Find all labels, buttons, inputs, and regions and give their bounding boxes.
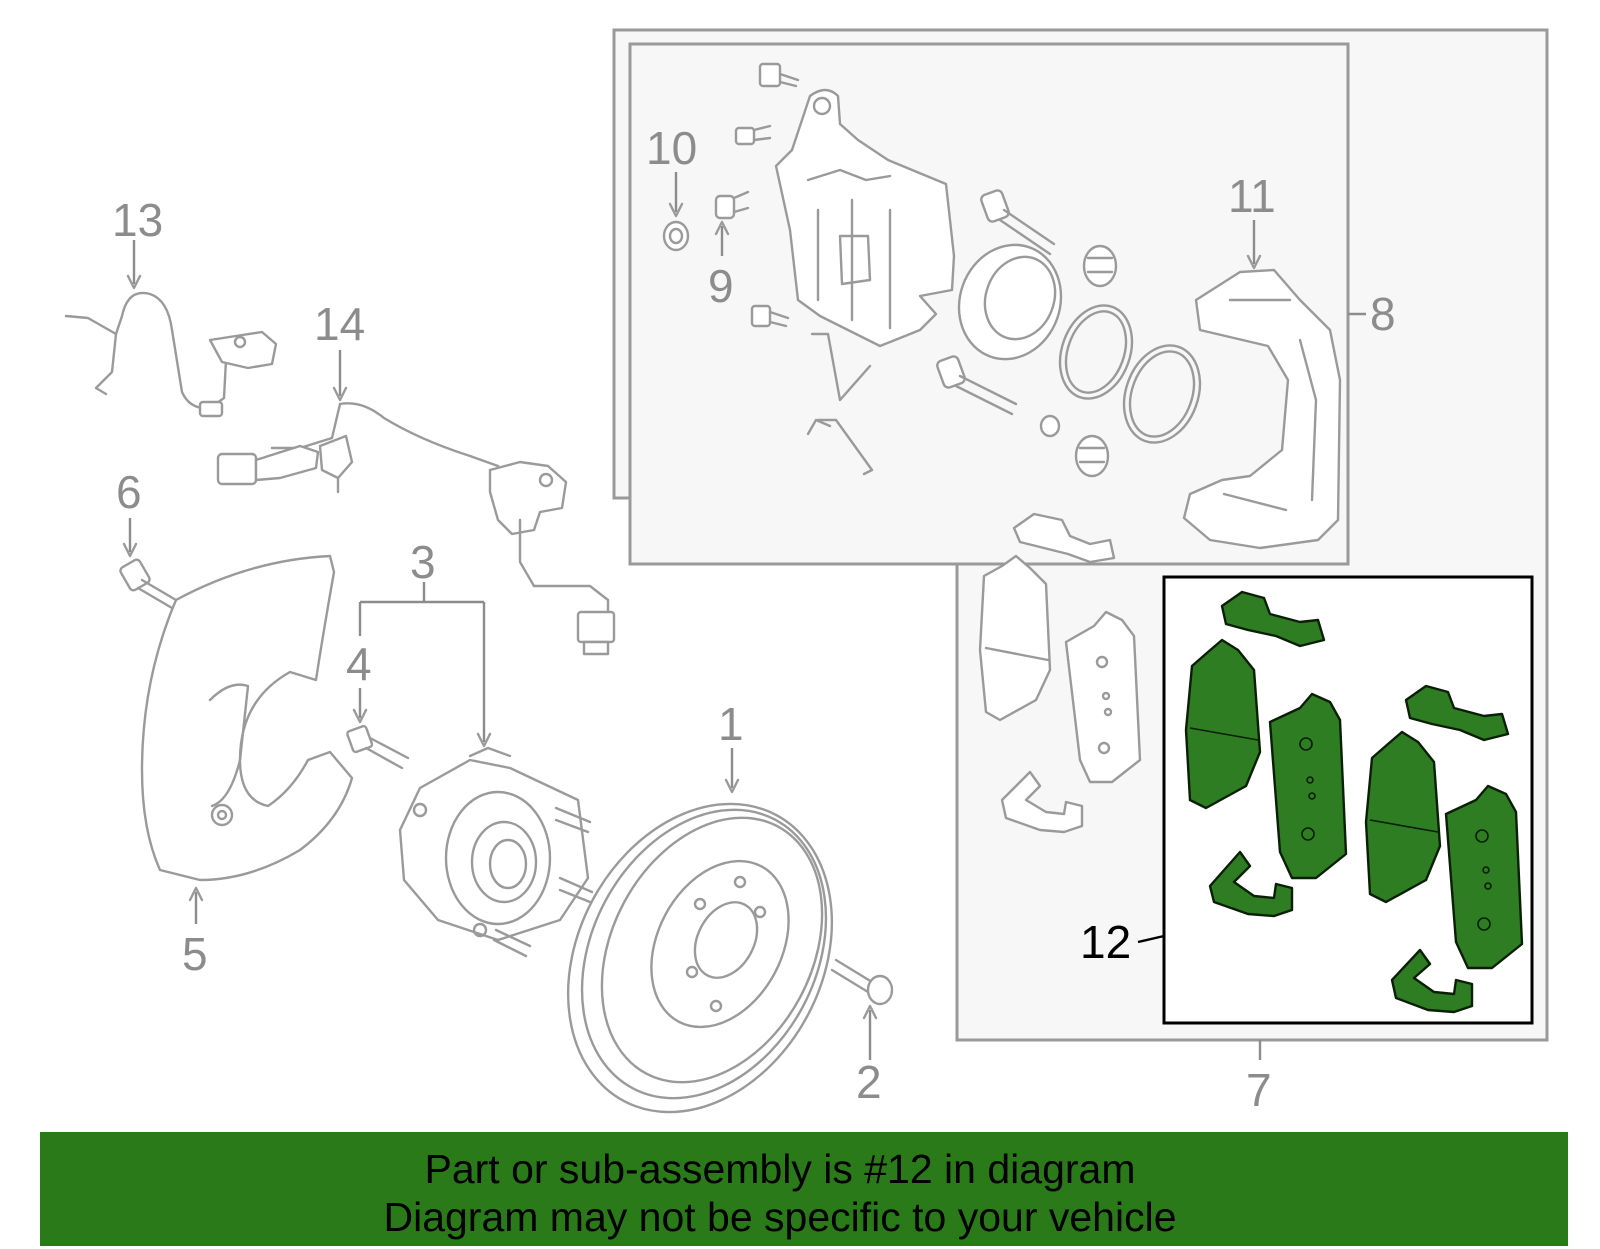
brake-hose-13[interactable] — [64, 291, 278, 418]
brake-pad-set-12[interactable] — [1184, 590, 1524, 1014]
callout-13: 13 — [112, 194, 163, 246]
guide-pin-lower[interactable] — [936, 355, 1018, 416]
callout-1: 1 — [718, 698, 744, 750]
callout-8: 8 — [1370, 288, 1396, 340]
callout-12: 12 — [1080, 916, 1131, 968]
caliper-body[interactable] — [774, 88, 956, 348]
brake-rotor-1[interactable] — [516, 758, 884, 1159]
caliper-bracket-11[interactable] — [1182, 268, 1342, 550]
piston[interactable] — [943, 230, 1077, 373]
bolt-small-top[interactable] — [758, 62, 800, 88]
dust-shield-5[interactable] — [140, 554, 354, 882]
boot-lower[interactable] — [1074, 434, 1110, 478]
callout-14: 14 — [314, 298, 365, 350]
guide-pin-upper[interactable] — [980, 189, 1056, 256]
part-9-bleeder[interactable] — [714, 190, 750, 220]
callout-3: 3 — [410, 536, 436, 588]
anti-rattle-spring[interactable] — [806, 332, 874, 476]
piston-boot[interactable] — [1111, 335, 1213, 454]
pad-outer-gray[interactable] — [978, 554, 1052, 722]
leader-lines — [122, 172, 1366, 1060]
part-10-cap[interactable] — [662, 220, 690, 252]
pad-shim-upper-gray[interactable] — [1012, 512, 1116, 564]
info-banner: Part or sub-assembly is #12 in diagram D… — [40, 1132, 1568, 1246]
banner-line-2: Diagram may not be specific to your vehi… — [383, 1194, 1177, 1240]
pad-shim-lower-gray[interactable] — [1000, 770, 1084, 834]
boot-upper[interactable] — [1082, 244, 1118, 288]
wheel-hub-3[interactable] — [398, 746, 594, 958]
pad-inner-gray[interactable] — [1064, 610, 1142, 784]
callout-6: 6 — [116, 466, 142, 518]
callout-2: 2 — [856, 1056, 882, 1108]
speed-sensor-14[interactable] — [216, 402, 616, 656]
bolt-6[interactable] — [119, 558, 178, 610]
callout-7: 7 — [1246, 1064, 1272, 1116]
banner-line-1: Part or sub-assembly is #12 in diagram — [424, 1146, 1136, 1192]
bolt-2[interactable] — [830, 958, 894, 1006]
bushing[interactable] — [1039, 414, 1061, 438]
callout-11: 11 — [1228, 170, 1276, 222]
callout-10: 10 — [646, 122, 697, 174]
wheel-stud-4[interactable] — [346, 724, 410, 770]
bolt-small-bottom[interactable] — [750, 304, 790, 328]
bleeder-screw[interactable] — [734, 124, 772, 146]
callout-9: 9 — [708, 260, 734, 312]
piston-seal[interactable] — [1048, 295, 1145, 408]
callout-4: 4 — [346, 638, 372, 690]
callout-5: 5 — [182, 928, 208, 980]
